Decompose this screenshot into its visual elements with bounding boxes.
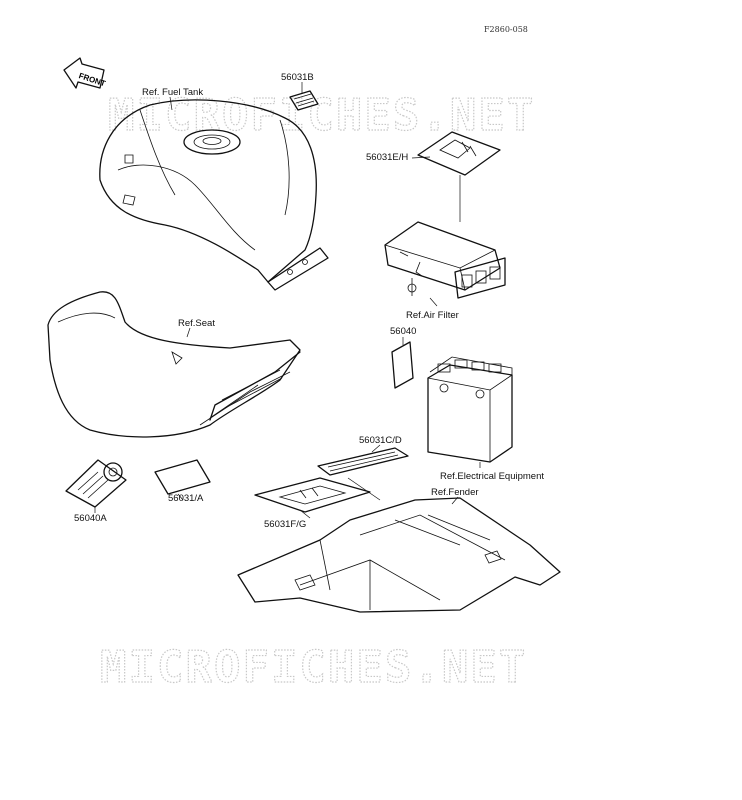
label-56040a: 56040A xyxy=(74,513,107,524)
battery-illustration xyxy=(427,356,513,463)
label-56031a: 56031/A xyxy=(168,493,204,504)
label-56031fg: 56031F/G xyxy=(264,519,306,530)
fender-illustration xyxy=(237,497,561,613)
fuel-tank-illustration xyxy=(99,99,329,291)
decal-56031b xyxy=(289,90,319,111)
label-56031eh: 56031E/H xyxy=(366,152,408,163)
watermark-bottom: MICROFICHES.NET xyxy=(100,642,527,693)
decal-56031fg xyxy=(254,477,371,513)
decal-56040 xyxy=(391,341,414,389)
label-electrical: Ref.Electrical Equipment xyxy=(440,471,544,482)
label-56031b: 56031B xyxy=(281,72,314,83)
decal-56031a xyxy=(154,459,211,495)
label-56031cd: 56031C/D xyxy=(359,435,402,446)
watermark-top: MICROFICHES.NET xyxy=(108,90,535,141)
decal-56031cd xyxy=(317,447,409,476)
air-filter-illustration xyxy=(384,221,506,299)
label-fender: Ref.Fender xyxy=(431,487,479,498)
front-arrow-icon: FRONT xyxy=(63,57,107,89)
label-seat: Ref.Seat xyxy=(178,318,215,329)
label-fuel-tank: Ref. Fuel Tank xyxy=(142,87,203,98)
figure-code: F2860-058 xyxy=(484,25,528,34)
label-56040: 56040 xyxy=(390,326,416,337)
decal-56040a xyxy=(65,459,127,508)
label-air-filter: Ref.Air Filter xyxy=(406,310,459,321)
seat-illustration xyxy=(47,291,301,438)
decal-56031eh xyxy=(417,131,501,176)
